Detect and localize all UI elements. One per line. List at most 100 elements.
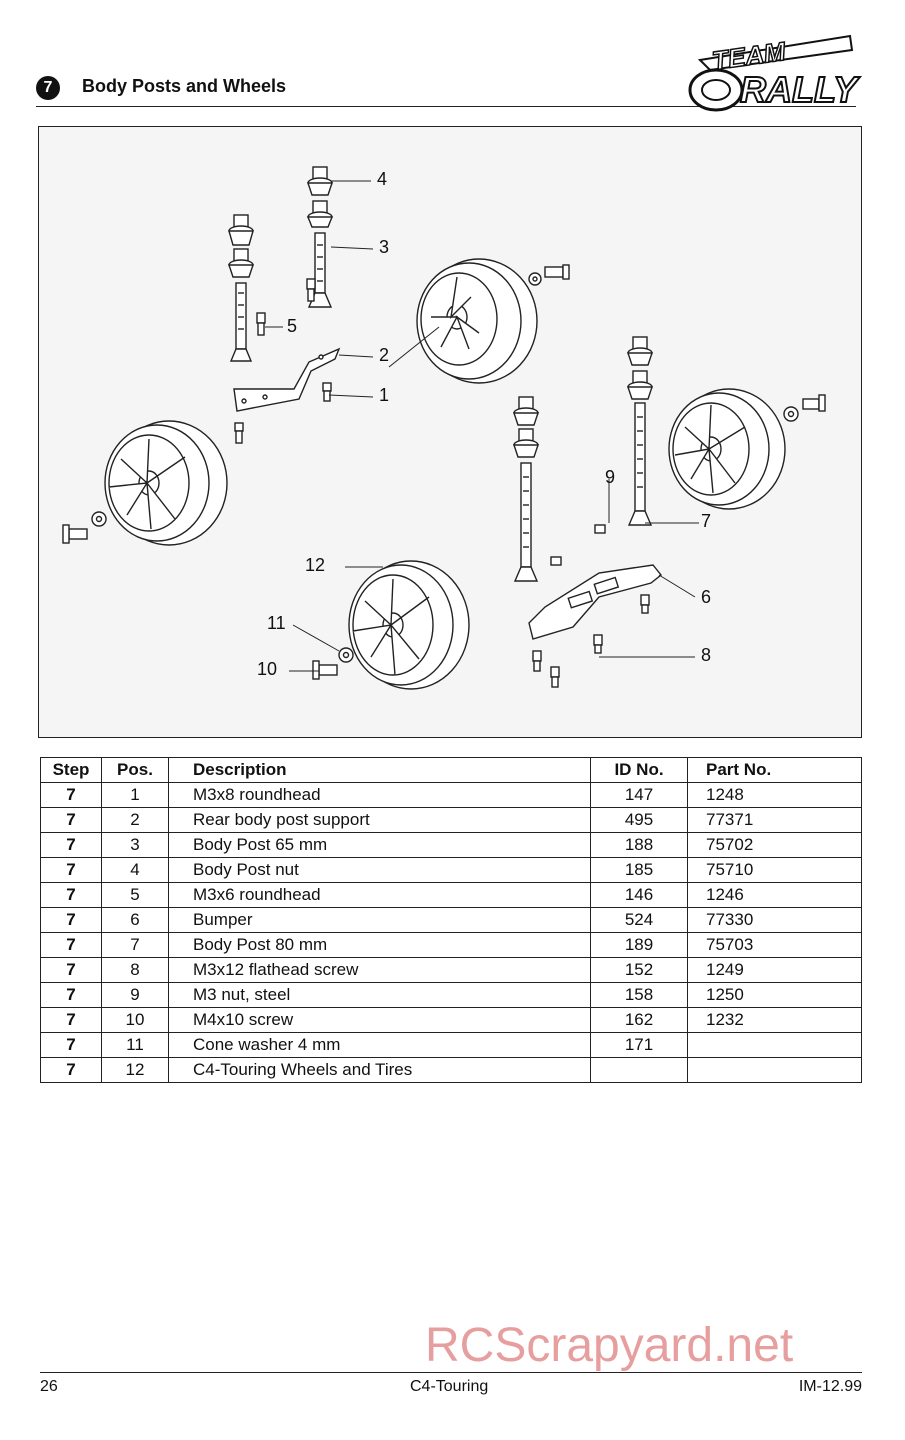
- cell-part-no: 1246: [687, 882, 862, 908]
- header-pos: Pos.: [101, 757, 169, 783]
- cell-id-no: 189: [590, 932, 688, 958]
- footer-divider: [40, 1372, 862, 1373]
- table-header-row: Step Pos. Description ID No. Part No.: [40, 757, 862, 783]
- page-number: 26: [40, 1378, 58, 1395]
- cell-part-no: 75703: [687, 932, 862, 958]
- callout-10: 10: [257, 659, 278, 679]
- cell-step: 7: [40, 1032, 102, 1058]
- cell-description: M3x6 roundhead: [168, 882, 591, 908]
- model-name: C4-Touring: [410, 1378, 489, 1395]
- revision-code: IM-12.99: [798, 1378, 862, 1395]
- cell-step: 7: [40, 982, 102, 1008]
- cell-step: 7: [40, 907, 102, 933]
- cell-id-no: 188: [590, 832, 688, 858]
- cell-id-no: 524: [590, 907, 688, 933]
- table-row: 7 3 Body Post 65 mm 188 75702: [40, 832, 862, 858]
- callout-6: 6: [701, 587, 712, 607]
- cell-step: 7: [40, 1007, 102, 1033]
- cell-pos: 6: [101, 907, 169, 933]
- svg-text:RALLY: RALLY: [740, 69, 860, 110]
- table-row: 7 9 M3 nut, steel 158 1250: [40, 982, 862, 1008]
- cell-step: 7: [40, 932, 102, 958]
- table-row: 7 2 Rear body post support 495 77371: [40, 807, 862, 833]
- table-row: 7 11 Cone washer 4 mm 171: [40, 1032, 862, 1058]
- cell-part-no: 1248: [687, 782, 862, 808]
- cell-part-no: 1249: [687, 957, 862, 983]
- table-row: 7 6 Bumper 524 77330: [40, 907, 862, 933]
- cell-id-no: 185: [590, 857, 688, 883]
- table-row: 7 1 M3x8 roundhead 147 1248: [40, 782, 862, 808]
- cell-step: 7: [40, 1057, 102, 1083]
- cell-pos: 11: [101, 1032, 169, 1058]
- cell-part-no: [687, 1032, 862, 1058]
- cell-pos: 7: [101, 932, 169, 958]
- cell-description: Body Post nut: [168, 857, 591, 883]
- watermark: RCScrapyard.net: [425, 1319, 794, 1372]
- header-step: Step: [40, 757, 102, 783]
- parts-table: Step Pos. Description ID No. Part No. 7 …: [40, 757, 862, 1083]
- page-header: 7 Body Posts and Wheels: [36, 70, 856, 110]
- cell-pos: 9: [101, 982, 169, 1008]
- cell-pos: 4: [101, 857, 169, 883]
- table-row: 7 7 Body Post 80 mm 189 75703: [40, 932, 862, 958]
- cell-part-no: 77330: [687, 907, 862, 933]
- cell-part-no: 75702: [687, 832, 862, 858]
- cell-step: 7: [40, 882, 102, 908]
- cell-part-no: 1232: [687, 1007, 862, 1033]
- step-number-badge: 7: [36, 76, 60, 100]
- cell-id-no: 171: [590, 1032, 688, 1058]
- cell-description: Cone washer 4 mm: [168, 1032, 591, 1058]
- cell-pos: 3: [101, 832, 169, 858]
- cell-description: M4x10 screw: [168, 1007, 591, 1033]
- diagram-artwork: [62, 166, 826, 690]
- cell-pos: 12: [101, 1057, 169, 1083]
- cell-part-no: 75710: [687, 857, 862, 883]
- cell-pos: 5: [101, 882, 169, 908]
- callout-5: 5: [287, 316, 298, 336]
- cell-id-no: 146: [590, 882, 688, 908]
- table-row: 7 8 M3x12 flathead screw 152 1249: [40, 957, 862, 983]
- cell-pos: 1: [101, 782, 169, 808]
- exploded-diagram: 1 2 3 4 5 6 7 8 9 10 11 12: [38, 126, 862, 738]
- cell-description: M3x8 roundhead: [168, 782, 591, 808]
- header-id-no: ID No.: [590, 757, 688, 783]
- cell-part-no: [687, 1057, 862, 1083]
- callout-8: 8: [701, 645, 712, 665]
- table-row: 7 10 M4x10 screw 162 1232: [40, 1007, 862, 1033]
- cell-step: 7: [40, 807, 102, 833]
- cell-id-no: 147: [590, 782, 688, 808]
- cell-description: C4-Touring Wheels and Tires: [168, 1057, 591, 1083]
- cell-description: Rear body post support: [168, 807, 591, 833]
- cell-step: 7: [40, 782, 102, 808]
- callout-3: 3: [379, 237, 390, 257]
- cell-part-no: 1250: [687, 982, 862, 1008]
- cell-pos: 2: [101, 807, 169, 833]
- body-post-nut-icon: [228, 214, 254, 278]
- cell-pos: 8: [101, 957, 169, 983]
- cell-description: M3 nut, steel: [168, 982, 591, 1008]
- callout-7: 7: [701, 511, 712, 531]
- cell-id-no: [590, 1057, 688, 1083]
- page-title: Body Posts and Wheels: [82, 76, 287, 96]
- team-orally-logo: TEAM RALLY: [688, 34, 861, 112]
- header-divider: [36, 106, 856, 107]
- callout-12: 12: [305, 555, 326, 575]
- cell-description: Body Post 65 mm: [168, 832, 591, 858]
- cell-id-no: 158: [590, 982, 688, 1008]
- table-row: 7 12 C4-Touring Wheels and Tires: [40, 1057, 862, 1083]
- cell-description: Body Post 80 mm: [168, 932, 591, 958]
- callout-4: 4: [377, 169, 388, 189]
- cell-description: Bumper: [168, 907, 591, 933]
- cell-id-no: 162: [590, 1007, 688, 1033]
- header-part-no: Part No.: [687, 757, 862, 783]
- table-row: 7 5 M3x6 roundhead 146 1246: [40, 882, 862, 908]
- callout-11: 11: [267, 613, 286, 633]
- cell-pos: 10: [101, 1007, 169, 1033]
- cell-step: 7: [40, 957, 102, 983]
- header-description: Description: [168, 757, 591, 783]
- callout-9: 9: [605, 467, 616, 487]
- callout-2: 2: [379, 345, 390, 365]
- callout-1: 1: [379, 385, 390, 405]
- cell-id-no: 495: [590, 807, 688, 833]
- cell-id-no: 152: [590, 957, 688, 983]
